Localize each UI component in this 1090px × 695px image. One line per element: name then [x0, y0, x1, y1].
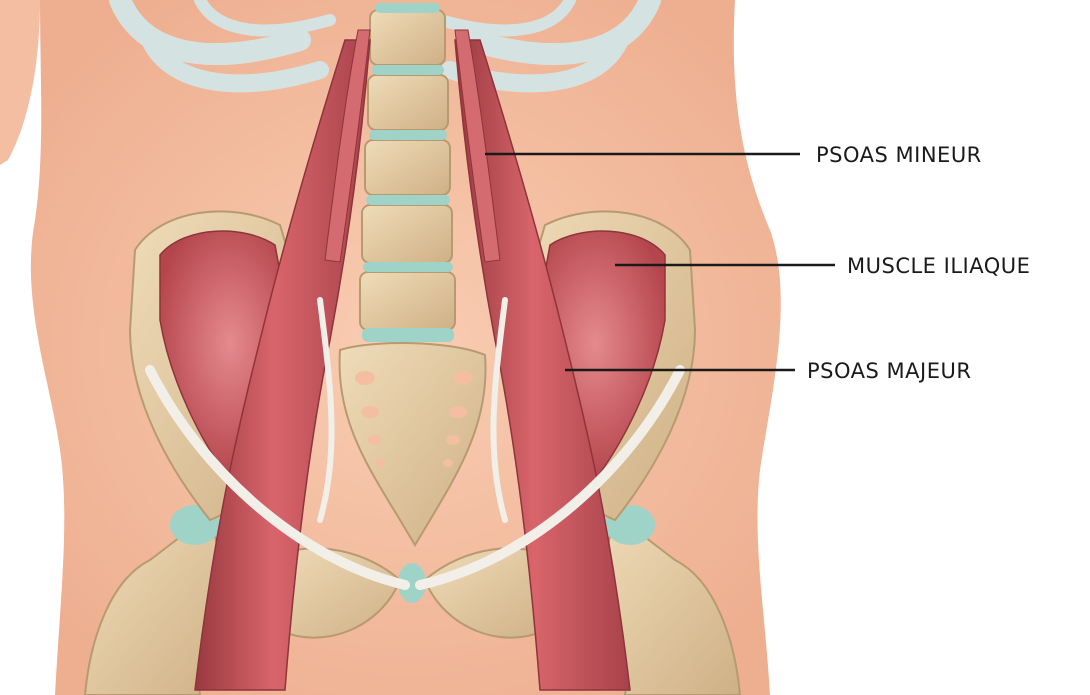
label-muscle-iliaque: MUSCLE ILIAQUE — [847, 256, 1030, 277]
label-psoas-mineur: PSOAS MINEUR — [816, 145, 982, 166]
label-psoas-majeur: PSOAS MAJEUR — [807, 361, 971, 382]
lumbar-spine — [360, 3, 455, 342]
